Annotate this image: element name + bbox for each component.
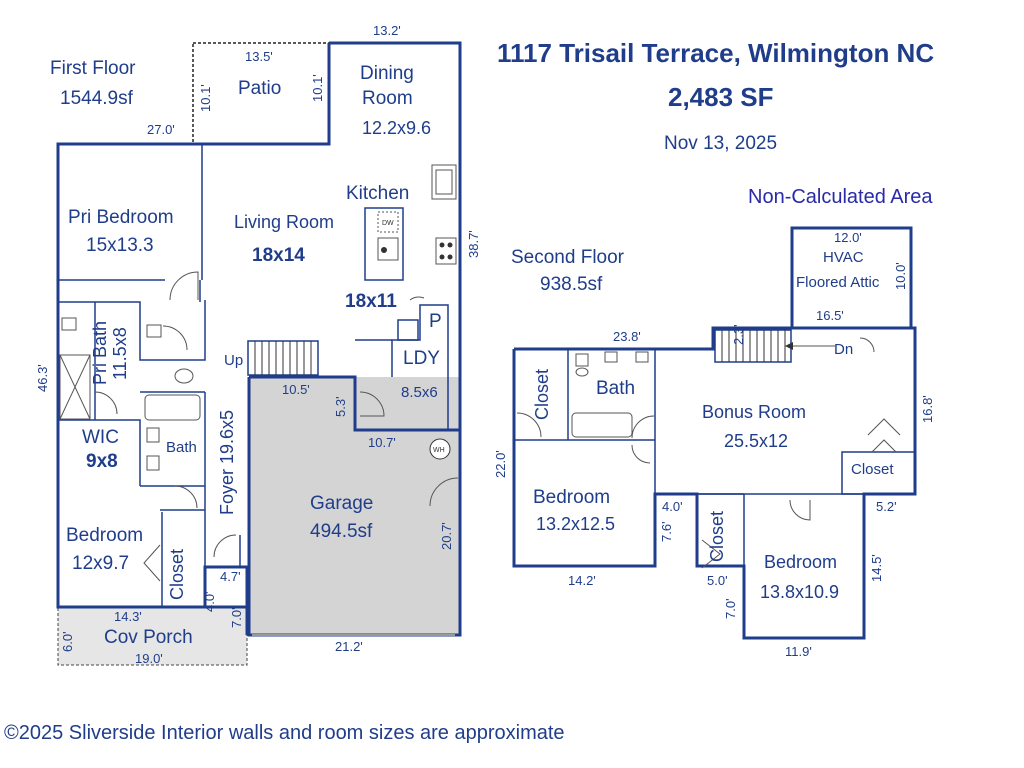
footer-note: ©2025 Sliverside Interior walls and room…: [4, 722, 565, 744]
bedroom-upper-1-label: Bedroom: [533, 487, 610, 508]
second-floor-title: Second Floor: [511, 247, 625, 268]
primary-bath-size: 11.5x8: [110, 327, 130, 380]
bedroom-upper-2-size: 13.8x10.9: [760, 582, 839, 602]
dim-20-7: 20.7': [439, 522, 454, 550]
address-title: 1117 Trisail Terrace, Wilmington NC: [497, 38, 935, 68]
dim-6-0: 6.0': [60, 631, 75, 652]
foyer-label: Foyer 19.6x5: [217, 410, 237, 515]
covered-porch-label: Cov Porch: [104, 627, 193, 648]
dim-10-0: 10.0': [893, 262, 908, 290]
dining-room-size: 12.2x9.6: [362, 118, 431, 138]
dim-16-8: 16.8': [920, 395, 935, 423]
stairs-up-label: Up: [224, 352, 243, 369]
first-floor-title: First Floor: [50, 58, 136, 79]
total-square-feet: 2,483 SF: [668, 82, 774, 112]
bedroom-upper-2-label: Bedroom: [764, 552, 837, 572]
living-room-size: 18x14: [252, 245, 305, 266]
dim-16-5: 16.5': [816, 308, 844, 323]
primary-bedroom-label: Pri Bedroom: [68, 207, 174, 228]
dim-21-2: 21.2': [335, 639, 363, 654]
dim-13-5: 13.5': [245, 49, 273, 64]
closet-upper-label: Closet: [532, 369, 552, 420]
dim-10-5: 10.5': [282, 382, 310, 397]
dim-12-0: 12.0': [834, 230, 862, 245]
non-calculated-area-label: Non-Calculated Area: [748, 186, 933, 208]
dim-14-3: 14.3': [114, 609, 142, 624]
dim-22-0: 22.0': [493, 450, 508, 478]
bedroom-upper-1-size: 13.2x12.5: [536, 514, 615, 534]
water-heater-symbol: [429, 438, 451, 460]
kitchen-label: Kitchen: [346, 183, 409, 204]
water-heater-label: WH: [433, 447, 445, 454]
dim-10-1-left: 10.1': [198, 84, 213, 112]
dim-14-5: 14.5': [869, 554, 884, 582]
closet-label: Closet: [167, 549, 187, 600]
dim-7-0-upper: 7.0': [723, 598, 738, 619]
bonus-room-size: 25.5x12: [724, 431, 788, 451]
first-floor-area: 1544.9sf: [60, 88, 134, 109]
garage-size: 494.5sf: [310, 521, 373, 542]
bath-label: Bath: [166, 439, 197, 456]
laundry-label: LDY: [403, 348, 440, 369]
primary-bath-label: Pri Bath: [90, 321, 110, 385]
dishwasher-label: DW: [382, 220, 394, 227]
dim-23-8: 23.8': [613, 329, 641, 344]
wic-size: 9x8: [86, 451, 118, 472]
dim-4-0: 4.0': [202, 591, 217, 612]
dim-10-1-right: 10.1': [310, 74, 325, 102]
dim-4-7: 4.7': [220, 569, 241, 584]
dim-5-2: 5.2': [876, 499, 897, 514]
dining-room-label-2: Room: [362, 88, 413, 109]
dim-13-2: 13.2': [373, 23, 401, 38]
patio-label: Patio: [238, 78, 281, 99]
dim-46-3: 46.3': [35, 364, 50, 392]
covered-porch-area: [57, 606, 248, 666]
laundry-size: 8.5x6: [401, 384, 438, 401]
hvac-label: HVAC: [823, 249, 864, 266]
dim-19-0: 19.0': [135, 651, 163, 666]
dim-11-9: 11.9': [785, 644, 812, 659]
closet-bedroom-label: Closet: [707, 511, 727, 562]
dim-7-0: 7.0': [229, 607, 244, 628]
pantry-label: P: [429, 311, 442, 332]
bonus-room-label: Bonus Room: [702, 402, 806, 422]
wic-label: WIC: [82, 427, 119, 448]
primary-bedroom-size: 15x13.3: [86, 235, 154, 256]
bath-upper-label: Bath: [596, 378, 635, 399]
dim-2-3: 2.3': [731, 324, 746, 345]
dim-5-0: 5.0': [707, 573, 728, 588]
dim-27-0: 27.0': [147, 122, 175, 137]
stairs-down-label: Dn: [834, 341, 853, 358]
living-room-label: Living Room: [234, 212, 334, 232]
dim-5-3: 5.3': [333, 396, 348, 417]
plan-date: Nov 13, 2025: [664, 133, 778, 154]
bedroom-size: 12x9.7: [72, 553, 129, 574]
kitchen-size: 18x11: [345, 291, 397, 312]
garage-label: Garage: [310, 493, 373, 514]
dim-4-0-upper: 4.0': [662, 499, 683, 514]
second-floor-area: 938.5sf: [540, 274, 603, 295]
dim-7-6: 7.6': [659, 521, 674, 542]
closet-bonus-label: Closet: [851, 461, 894, 478]
floored-attic-label: Floored Attic: [796, 274, 880, 291]
dim-10-7: 10.7': [368, 435, 396, 450]
dim-38-7: 38.7': [466, 230, 481, 258]
bedroom-label: Bedroom: [66, 525, 143, 546]
dim-14-2: 14.2': [568, 573, 596, 588]
dining-room-label: Dining: [360, 63, 414, 84]
